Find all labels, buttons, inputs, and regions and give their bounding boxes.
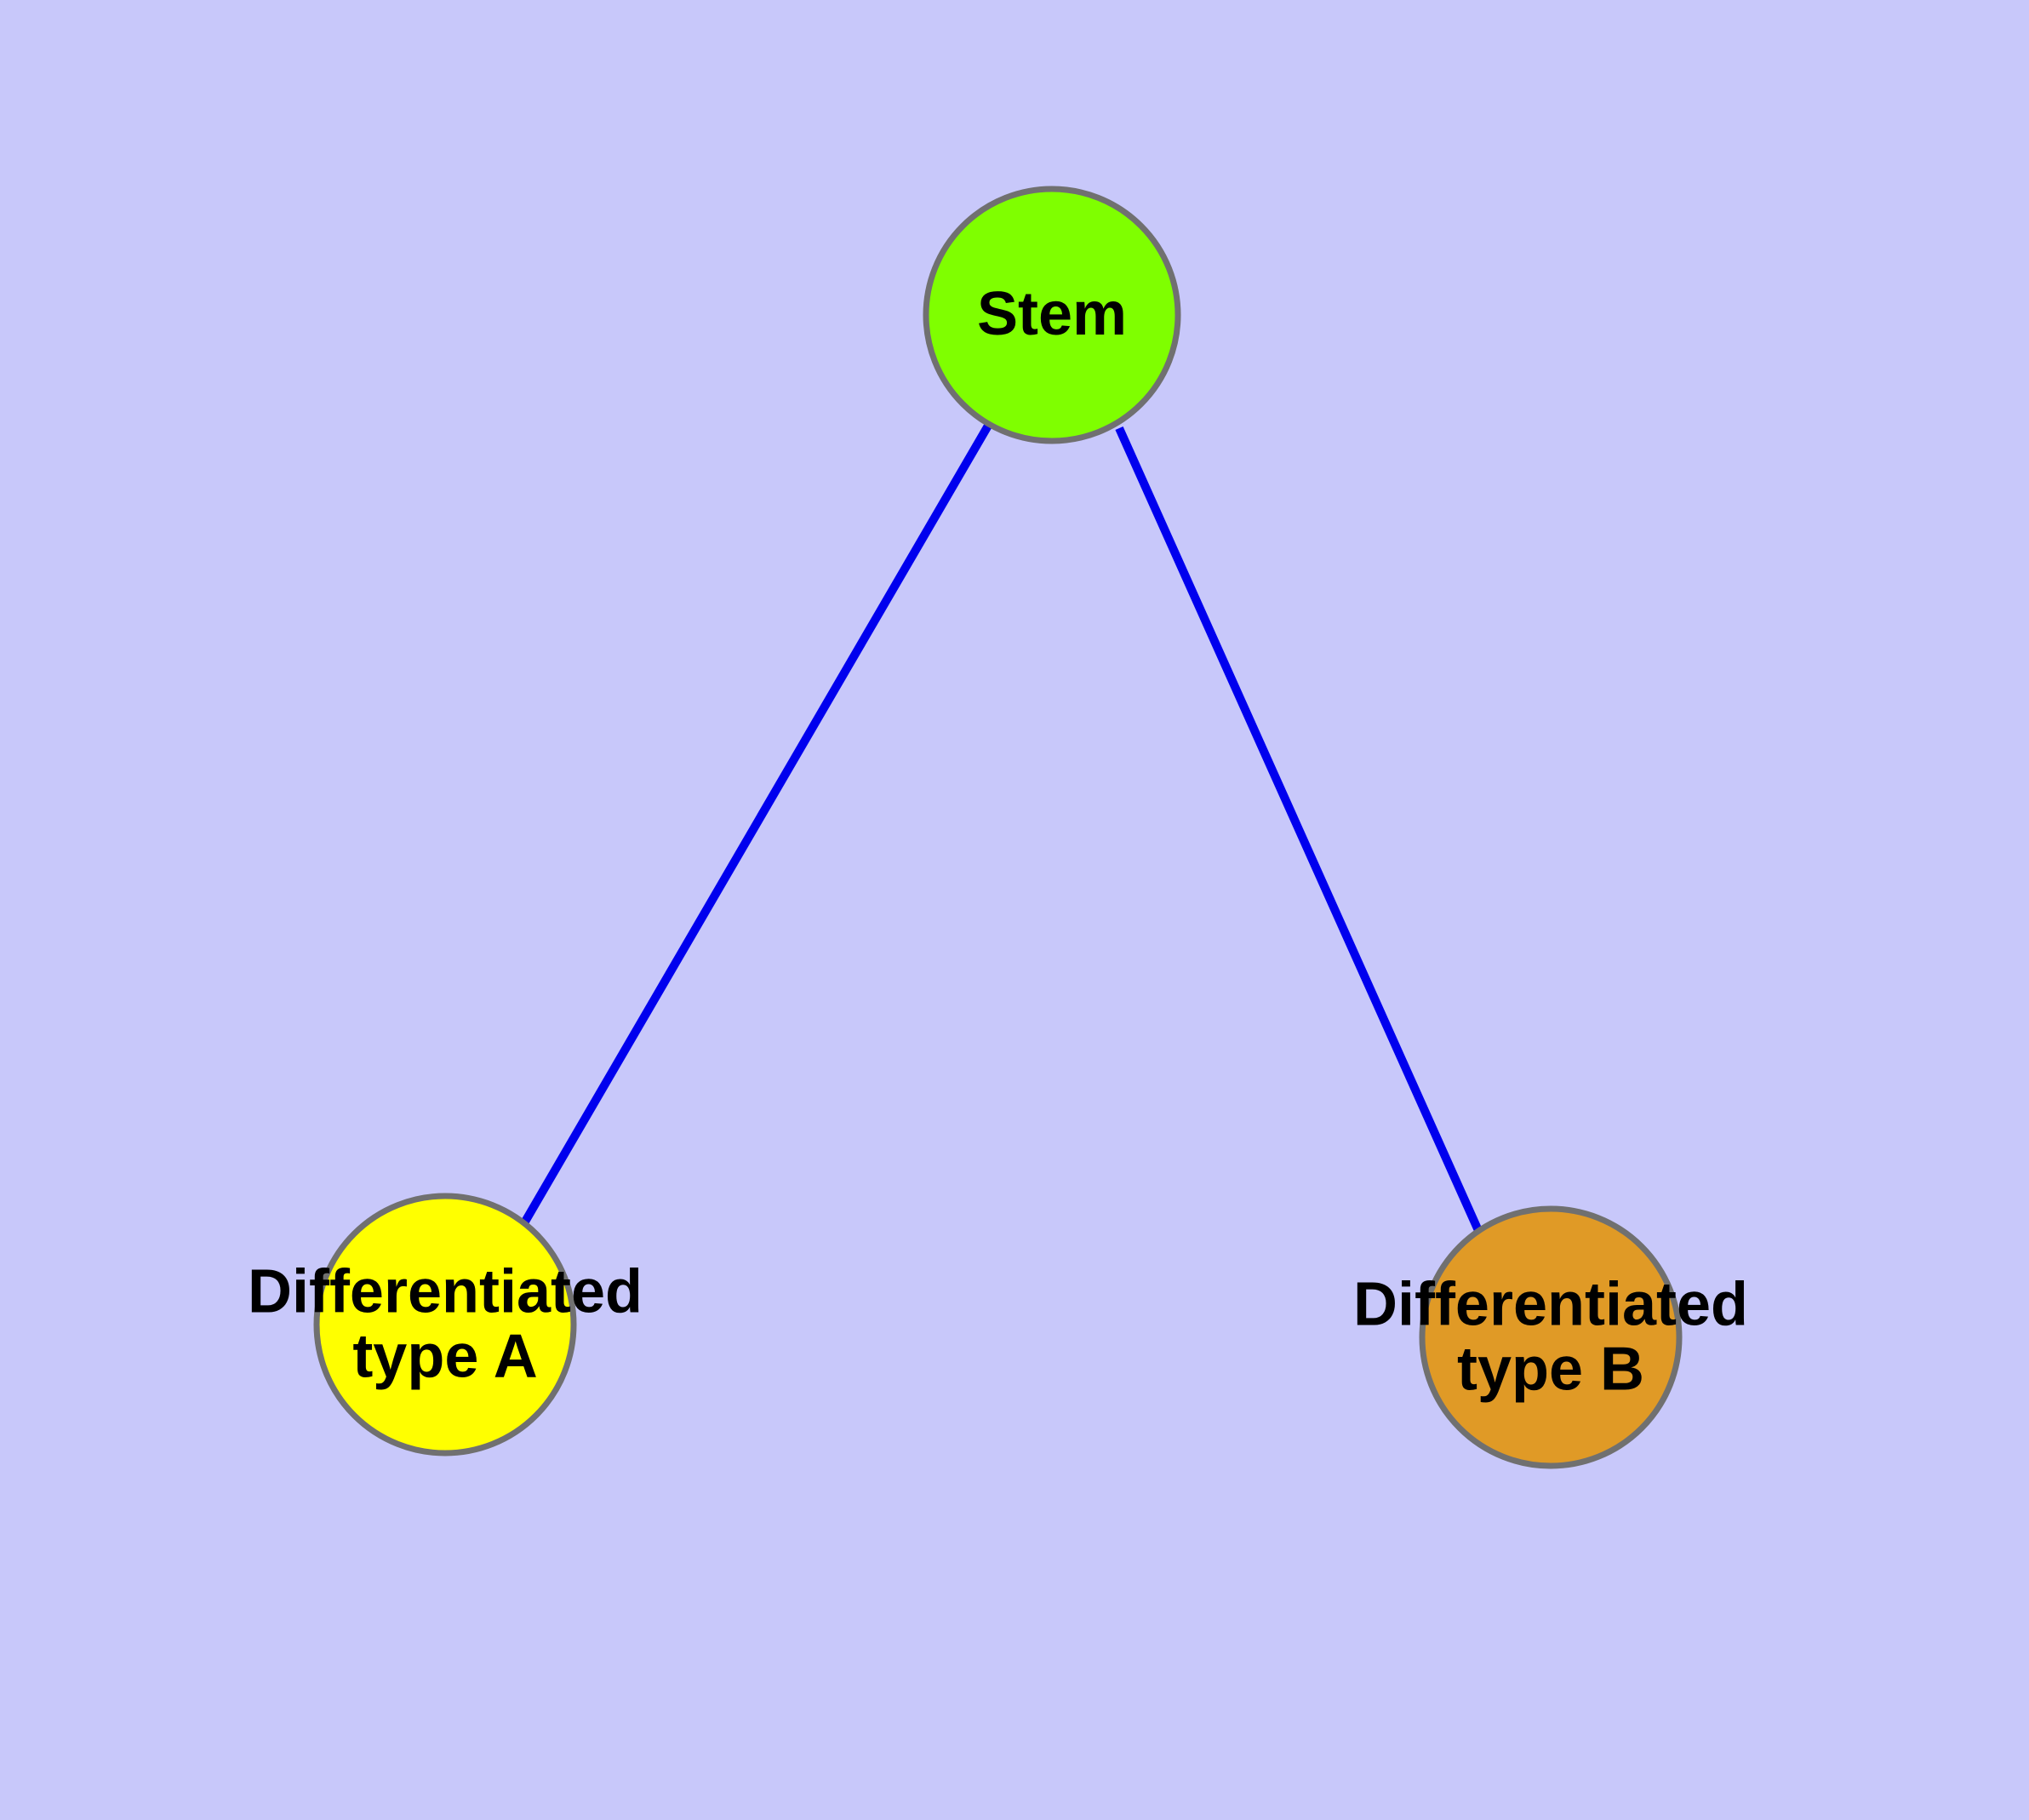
graph-node-diff_b[interactable] <box>1419 1205 1683 1469</box>
graph-edge[interactable] <box>1115 426 1484 1237</box>
edges-layer <box>521 423 1484 1237</box>
graph-node-stem[interactable] <box>923 186 1181 444</box>
graph-edge[interactable] <box>521 423 992 1224</box>
nodes-layer <box>313 186 1683 1469</box>
graph-node-diff_a[interactable] <box>313 1193 577 1457</box>
